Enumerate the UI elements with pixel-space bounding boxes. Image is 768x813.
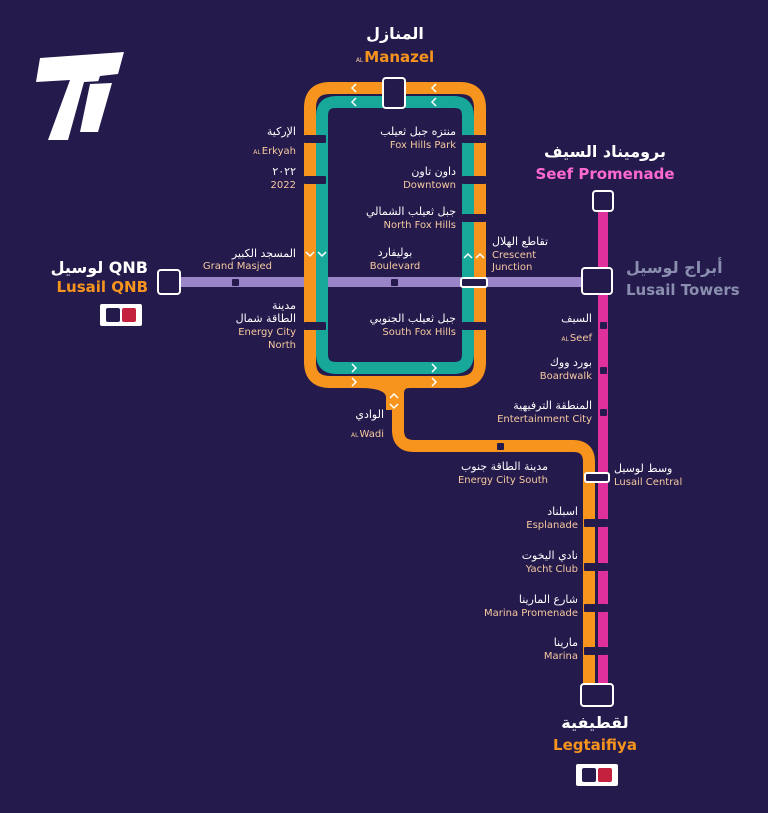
station-yacht-club-en: Yacht Club	[525, 564, 578, 575]
station-south-fox-hills-en: South Fox Hills	[382, 327, 456, 338]
tram-t-logo-icon	[36, 52, 124, 140]
station-fox-hills-park-ar: منتزه جبل ثعيلب	[380, 125, 456, 138]
station-boardwalk-ar: بورد ووك	[549, 356, 592, 369]
station-marina-promenade-en: Marina Promenade	[483, 608, 578, 619]
station-seef-en: ALSeef	[490, 328, 592, 344]
station-esplanade-ar: اسبلناد	[547, 505, 578, 518]
terminal-lusail-towers-en: Lusail Towers	[626, 281, 740, 299]
station-grand-masjed-en: Grand Masjed	[202, 261, 272, 272]
station-lusail-central-en: Lusail Central	[614, 477, 683, 488]
terminal-lusail-towers-ar: أبراج لوسيل	[626, 258, 723, 277]
terminal-lusail-qnb-ar: لوسيل QNB	[50, 258, 148, 277]
station-boulevard-en: Boulevard	[369, 261, 421, 272]
interchange-markers	[157, 77, 614, 707]
terminal-manazel-en-text: Manazel	[364, 48, 435, 66]
station-2022-ar: ٢٠٢٢	[272, 165, 296, 178]
station-wadi-en-text: Wadi	[359, 429, 384, 440]
metro-interchange-icon-legtaifiya	[576, 764, 618, 786]
station-erkyah-en-text: Erkyah	[261, 146, 296, 157]
station-wadi-al: AL	[351, 432, 359, 439]
station-boardwalk-en: Boardwalk	[539, 371, 592, 382]
station-marina-promenade-ar: شارع المارينا	[518, 593, 578, 606]
direction-arrows	[305, 83, 485, 410]
station-erkyah-ar: الإركية	[266, 125, 296, 138]
station-seef-en-text: Seef	[569, 333, 592, 344]
station-wadi-ar: الوادي	[355, 408, 384, 421]
teal-line	[316, 96, 474, 374]
station-fox-hills-park-en: Fox Hills Park	[389, 140, 456, 151]
station-energy-city-north-ar1: مدينة	[272, 299, 296, 312]
station-entertainment-city-en: Entertainment City	[497, 414, 592, 425]
station-marina-en: Marina	[543, 651, 578, 662]
station-erkyah-en: ALErkyah	[190, 141, 296, 157]
station-energy-city-north-en2: North	[268, 340, 296, 351]
metro-interchange-icon	[100, 304, 142, 326]
station-crescent-junction-ar: تقاطع الهلال	[492, 235, 549, 248]
station-seef-al: AL	[561, 336, 569, 343]
station-yacht-club-ar: نادي اليخوت	[521, 549, 578, 562]
station-crescent-junction-en2: Junction	[492, 262, 533, 273]
station-energy-city-north-en1: Energy City	[238, 327, 296, 338]
station-boulevard-ar: بوليفارد	[377, 246, 413, 259]
terminal-manazel-ar: المنازل	[366, 24, 424, 43]
station-lusail-central-ar: وسط لوسيل	[614, 462, 673, 475]
station-downtown-en: Downtown	[403, 180, 456, 191]
station-energy-city-south-en: Energy City South	[457, 475, 548, 486]
terminal-legtaifiya-en: Legtaifiya	[553, 736, 637, 754]
station-entertainment-city-ar: المنطقة الترفيهية	[513, 399, 592, 412]
station-grand-masjed-ar: المسجد الكبير	[231, 247, 296, 260]
station-crescent-junction-en1: Crescent	[492, 250, 537, 261]
station-esplanade-en: Esplanade	[526, 520, 578, 531]
terminal-legtaifiya-ar: لقطيفية	[561, 713, 629, 732]
terminal-manazel-al: AL	[355, 57, 364, 64]
terminal-lusail-qnb-en: Lusail QNB	[56, 278, 148, 296]
station-south-fox-hills-ar: جبل ثعيلب الجنوبي	[369, 312, 456, 325]
station-seef-ar: السيف	[561, 312, 592, 325]
station-north-fox-hills-en: North Fox Hills	[383, 220, 456, 231]
terminal-seef-promenade-ar: بروميناد السيف	[543, 142, 667, 161]
station-wadi-en: ALWadi	[320, 424, 384, 440]
station-erkyah-al: AL	[253, 149, 261, 156]
station-marina-ar: مارينا	[553, 636, 578, 649]
station-energy-city-north-ar2: الطاقة شمال	[235, 312, 296, 325]
station-energy-city-south-ar: مدينة الطاقة جنوب	[460, 460, 548, 473]
station-north-fox-hills-ar: جبل ثعيلب الشمالي	[365, 205, 456, 218]
station-downtown-ar: داون تاون	[411, 165, 456, 178]
terminal-seef-promenade-en: Seef Promenade	[535, 165, 675, 183]
station-2022-en: 2022	[270, 180, 296, 191]
terminal-manazel-en: ALManazel	[330, 49, 460, 65]
station-markers	[232, 135, 608, 655]
